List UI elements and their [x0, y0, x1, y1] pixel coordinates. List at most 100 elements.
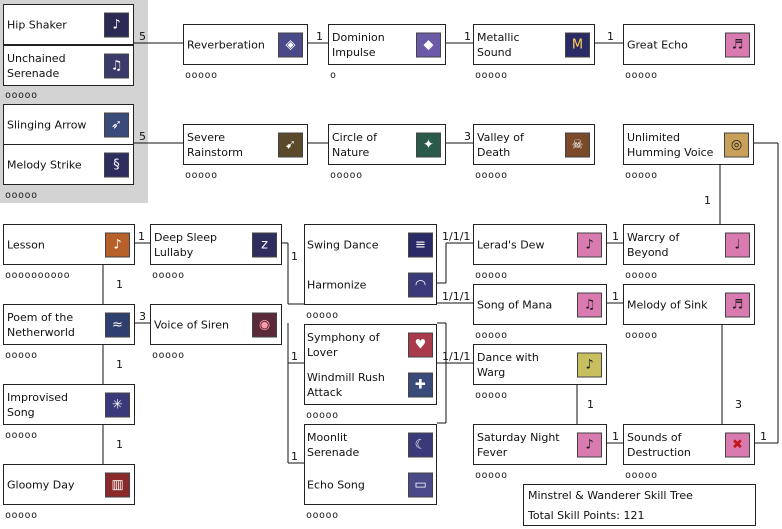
edge-label: 5 [139, 130, 146, 143]
skill-label: Harmonize [307, 278, 367, 291]
skill-melody-strike[interactable]: Melody Strike § [3, 144, 134, 185]
skill-symphony-of-lover[interactable]: Symphony of Lover ♥ [304, 324, 437, 365]
skill-dance-with-warg[interactable]: Dance with Warg ♪ [473, 344, 607, 385]
sounds-of-destruction-icon: ✖ [725, 432, 750, 457]
improvised-song-icon: ✳ [105, 392, 130, 417]
skill-warcry-of-beyond[interactable]: Warcry of Beyond ♩ [623, 224, 755, 265]
edge-label: 1 [612, 430, 619, 443]
skill-sounds-of-destruction[interactable]: Sounds of Destruction ✖ [623, 424, 755, 465]
level-indicator: ooooo [475, 470, 508, 481]
lerads-dew-icon: ♪ [577, 232, 602, 257]
skill-voice-of-siren[interactable]: Voice of Siren ◉ [150, 304, 282, 345]
group-box-symphony-windmill [304, 324, 437, 405]
level-indicator: ooooo [330, 170, 363, 181]
level-indicator: ooooo [625, 470, 658, 481]
edge-label: 1 [138, 230, 145, 243]
skill-label: Swing Dance [307, 238, 379, 251]
skill-lerads-dew[interactable]: Lerad's Dew ♪ [473, 224, 607, 265]
skill-swing-dance[interactable]: Swing Dance ≡ [304, 224, 437, 265]
skill-melody-of-sink[interactable]: Melody of Sink ♬ [623, 284, 755, 325]
skill-label: Saturday Night Fever [477, 430, 560, 459]
skill-dominion-impulse[interactable]: Dominion Impulse ◆ [328, 24, 446, 65]
edge-label: 1/1/1 [442, 290, 471, 303]
level-indicator: ooooo [475, 170, 508, 181]
warcry-of-beyond-icon: ♩ [725, 232, 750, 257]
swing-dance-icon: ≡ [408, 232, 433, 257]
gloomy-day-icon: ▥ [105, 472, 130, 497]
skill-label: Melody of Sink [627, 298, 708, 311]
level-indicator: ooooo [5, 190, 38, 201]
edge-label: 1 [464, 30, 471, 43]
echo-song-icon: ▭ [408, 472, 433, 497]
skill-reverberation[interactable]: Reverberation ◈ [183, 24, 308, 65]
skill-label: Moonlit Serenade [307, 430, 360, 459]
skill-label: Reverberation [187, 38, 265, 51]
edge-label: 5 [139, 30, 146, 43]
skill-label: Poem of the Netherworld [7, 310, 75, 339]
valley-of-death-icon: ☠ [565, 132, 590, 157]
skill-label: Symphony of Lover [307, 330, 380, 359]
level-indicator: ooooo [185, 170, 218, 181]
melody-of-sink-icon: ♬ [725, 292, 750, 317]
edge-label: 1 [116, 438, 123, 451]
edge-label: 3 [464, 130, 471, 143]
skill-slinging-arrow[interactable]: Slinging Arrow ➶ [3, 104, 134, 145]
level-indicator: ooooo [306, 310, 339, 321]
skill-label: Dominion Impulse [332, 30, 385, 59]
skill-improvised-song[interactable]: Improvised Song ✳ [3, 384, 135, 425]
skill-great-echo[interactable]: Great Echo ♬ [623, 24, 755, 65]
reverberation-icon: ◈ [278, 32, 303, 57]
edge-label: 1 [116, 278, 123, 291]
skill-windmill-rush-attack[interactable]: Windmill Rush Attack ✚ [304, 364, 437, 405]
level-indicator: ooooo [5, 350, 38, 361]
edge-label: 1 [760, 430, 767, 443]
harmonize-icon: ◠ [408, 272, 433, 297]
group-box-swing-harmonize [304, 224, 437, 305]
edge-label: 3 [735, 398, 742, 411]
level-indicator: ooooo [185, 70, 218, 81]
skill-label: Song of Mana [477, 298, 553, 311]
lesson-icon: ♪ [105, 232, 130, 257]
skill-valley-of-death[interactable]: Valley of Death ☠ [473, 124, 595, 165]
skill-label: Unlimited Humming Voice [627, 130, 714, 159]
skill-label: Improvised Song [7, 390, 68, 419]
voice-of-siren-icon: ◉ [252, 312, 277, 337]
skill-moonlit-serenade[interactable]: Moonlit Serenade ☾ [304, 424, 437, 465]
hip-shaker-icon: ♪ [104, 12, 129, 37]
moonlit-serenade-icon: ☾ [408, 432, 433, 457]
skill-label: Voice of Siren [154, 318, 229, 331]
edge-label: 1 [291, 250, 298, 263]
skill-metallic-sound[interactable]: Metallic Sound M [473, 24, 595, 65]
circle-of-nature-icon: ✦ [416, 132, 441, 157]
edge-label: 1 [291, 450, 298, 463]
edge-label: 1 [704, 194, 711, 207]
skill-label: Warcry of Beyond [627, 230, 680, 259]
skill-echo-song[interactable]: Echo Song ▭ [304, 464, 437, 505]
skill-harmonize[interactable]: Harmonize ◠ [304, 264, 437, 305]
skill-saturday-night-fever[interactable]: Saturday Night Fever ♪ [473, 424, 607, 465]
level-indicator: ooooo [625, 270, 658, 281]
level-indicator: ooooo [625, 70, 658, 81]
skill-hip-shaker[interactable]: Hip Shaker ♪ [3, 4, 134, 45]
great-echo-icon: ♬ [725, 32, 750, 57]
level-indicator: ooooo [306, 410, 339, 421]
level-indicator: o [330, 70, 337, 81]
skill-deep-sleep-lullaby[interactable]: Deep Sleep Lullaby z [150, 224, 282, 265]
skill-tree-title: Minstrel & Wanderer Skill Tree [528, 489, 693, 502]
skill-unchained-serenade[interactable]: Unchained Serenade ♫ [3, 45, 134, 86]
skill-label: Dance with Warg [477, 350, 539, 379]
skill-lesson[interactable]: Lesson ♪ [3, 224, 135, 265]
skill-severe-rainstorm[interactable]: Severe Rainstorm ➹ [183, 124, 308, 165]
unlimited-humming-voice-icon: ◎ [724, 132, 749, 157]
severe-rainstorm-icon: ➹ [278, 132, 303, 157]
skill-gloomy-day[interactable]: Gloomy Day ▥ [3, 464, 135, 505]
level-indicator: ooooo [625, 330, 658, 341]
skill-circle-of-nature[interactable]: Circle of Nature ✦ [328, 124, 446, 165]
edge-label: 1 [612, 230, 619, 243]
symphony-of-lover-icon: ♥ [408, 332, 433, 357]
group-box-moonlit-echo [304, 424, 437, 505]
skill-label: Hip Shaker [7, 18, 67, 31]
skill-unlimited-humming-voice[interactable]: Unlimited Humming Voice ◎ [623, 124, 754, 165]
skill-song-of-mana[interactable]: Song of Mana ♫ [473, 284, 607, 325]
skill-poem-of-the-netherworld[interactable]: Poem of the Netherworld ≈ [3, 304, 135, 345]
